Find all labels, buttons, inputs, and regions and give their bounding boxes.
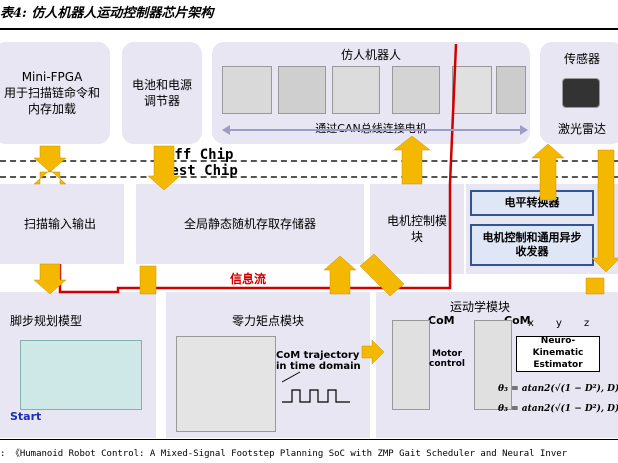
bottom-rule — [0, 439, 618, 440]
robot-leg-image-1 — [392, 320, 430, 410]
robot-part-image-3 — [332, 66, 380, 114]
com-trajectory-wave — [282, 389, 350, 403]
test-chip-label: Test Chip — [162, 163, 238, 179]
source-footnote: : 《Humanoid Robot Control: A Mixed-Signa… — [0, 449, 568, 459]
uart-box: 电机控制和通用异步收发器 — [470, 224, 594, 266]
figure-title: 表4: 仿人机器人运动控制器芯片架构 — [0, 6, 214, 21]
sensor-title: 传感器 — [563, 52, 600, 66]
com-label-1: CoM — [428, 314, 455, 327]
mini-fpga-label: Mini-FPGA 用于扫描链命令和内存加载 — [3, 69, 100, 117]
lidar-label: 激光雷达 — [557, 122, 606, 136]
battery-box: 电池和电源调节器 — [122, 42, 202, 144]
arrow-zmp-kin — [361, 339, 385, 365]
com-trajectory-arrow — [281, 371, 301, 383]
robot-leg-image-2 — [474, 320, 512, 410]
scan-io-label: 扫描输入输出 — [23, 216, 96, 231]
footstep-label: 脚步规划模型 — [10, 314, 83, 328]
arrow-uart-up — [531, 143, 565, 201]
zmp-label: 零力矩点模块 — [231, 314, 304, 328]
chip-boundary-bottom — [0, 176, 618, 178]
motor-control-label: Motor control — [429, 349, 465, 369]
equation-2: θ₃ = atan2(√(1 − D²), D) — [498, 404, 618, 414]
arrow-scan-fpga — [33, 169, 67, 185]
uart-label: 电机控制和通用异步收发器 — [482, 230, 582, 258]
arrow-lidar-down — [591, 149, 618, 273]
motor-ctrl-label: 电机控制模块 — [386, 213, 447, 244]
arrow-sram-zmp — [139, 265, 157, 295]
robot-part-image-1 — [222, 66, 272, 114]
sram-box: 全局静态随机存取存储器 — [136, 184, 364, 264]
top-rule — [0, 28, 618, 30]
kinematics-label: 运动学模块 — [450, 300, 511, 314]
estimator-label: Neuro-Kinematic Estimator — [532, 336, 584, 370]
chip-boundary-top — [0, 160, 618, 162]
axis-z-label: z — [584, 318, 590, 329]
motor-ctrl-box: 电机控制模块 — [370, 184, 464, 274]
mini-fpga-box: Mini-FPGA 用于扫描链命令和内存加载 — [0, 42, 110, 144]
off-chip-label: Off Chip — [166, 147, 234, 163]
robot-part-image-2 — [278, 66, 326, 114]
arrow-kin-motor — [359, 253, 405, 297]
lidar-image — [562, 78, 600, 108]
can-bus-arrowhead-right — [520, 125, 528, 135]
robot-part-image-6 — [496, 66, 526, 114]
battery-label: 电池和电源调节器 — [132, 77, 193, 108]
robot-gait-image — [176, 336, 276, 432]
robot-title: 仿人机器人 — [340, 48, 401, 62]
can-bus-arrowhead-left — [222, 125, 230, 135]
axis-x-label: x — [528, 318, 534, 329]
scan-io-box: 扫描输入输出 — [0, 184, 124, 264]
sram-label: 全局静态随机存取存储器 — [183, 216, 316, 231]
equation-1: θ₃ = atan2(√(1 − D²), D) — [498, 384, 618, 394]
arrow-motor-up — [393, 135, 431, 185]
arrow-io-kin — [585, 277, 605, 295]
arrow-battery-down — [147, 145, 181, 191]
arrow-fpga-scan — [33, 145, 67, 173]
estimator-box: Neuro-Kinematic Estimator — [516, 336, 600, 372]
level-shifter-box: 电平转换器 — [470, 190, 594, 216]
info-flow-label: 信息流 — [230, 272, 267, 286]
arrow-zmp-up — [323, 255, 357, 295]
info-flow-path — [58, 43, 458, 294]
start-label: Start — [10, 410, 42, 423]
can-bus-label: 通过CAN总线连接电机 — [315, 122, 427, 135]
robot-part-image-5 — [452, 66, 492, 114]
arrow-scan-footstep — [33, 263, 67, 295]
robot-part-image-4 — [392, 66, 440, 114]
footstep-map-image — [20, 340, 142, 410]
axis-y-label: y — [556, 318, 562, 329]
com-trajectory-label: CoM trajectory in time domain — [276, 350, 361, 372]
